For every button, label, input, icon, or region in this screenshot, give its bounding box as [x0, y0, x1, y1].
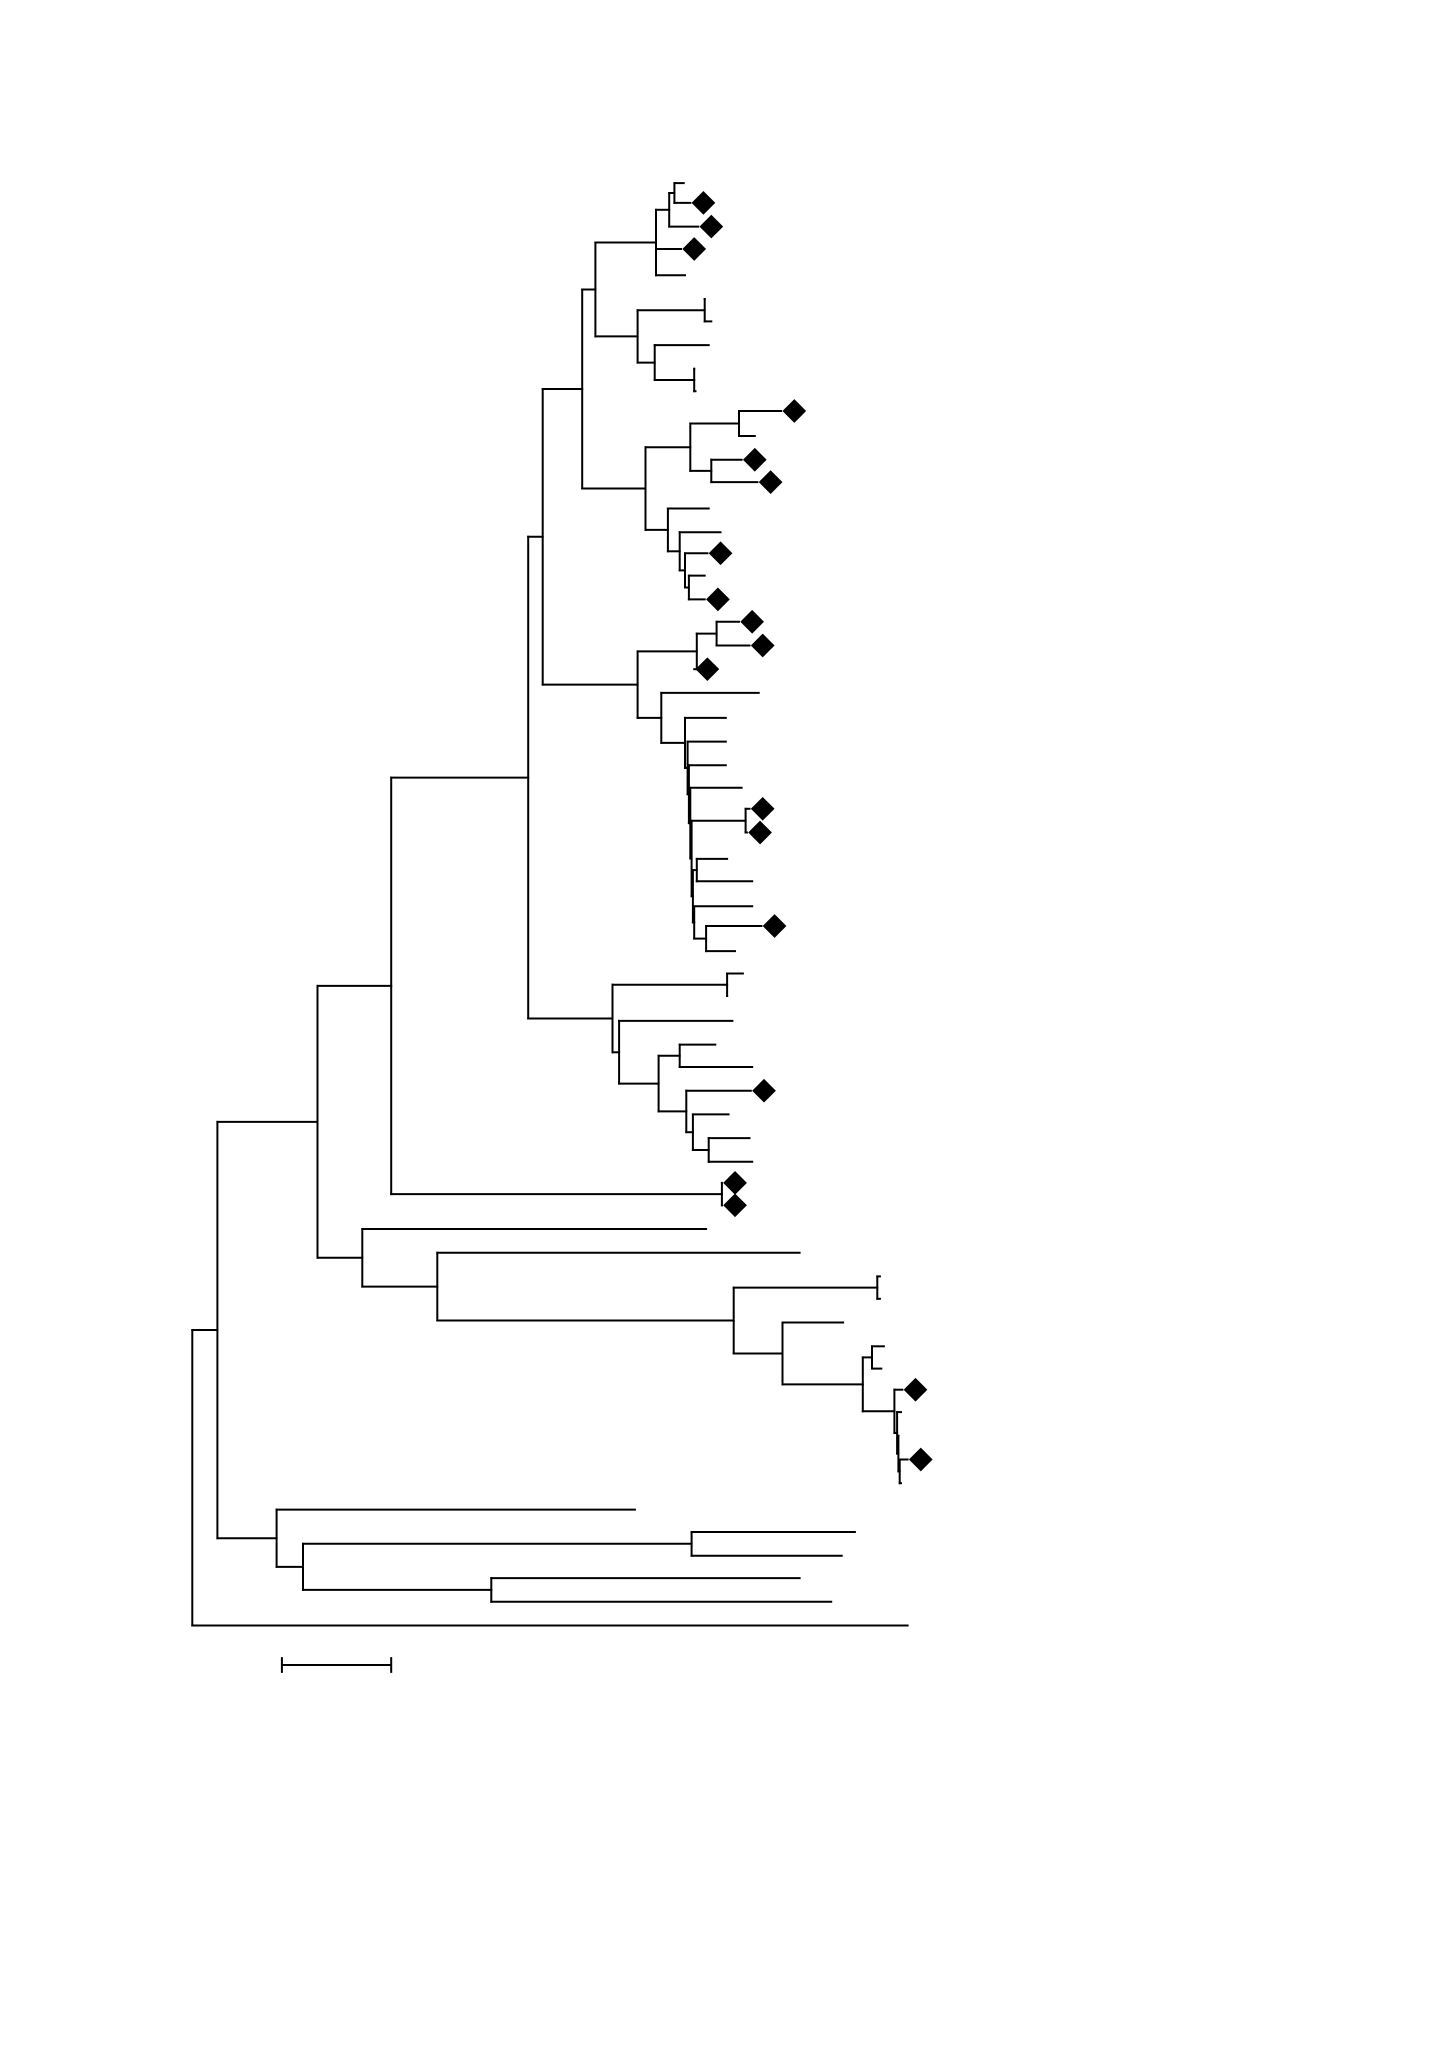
leaf-marker-diamond [750, 633, 775, 658]
leaf-marker-diamond [699, 214, 724, 239]
leaf-marker-diamond [748, 820, 772, 845]
leaf-marker-diamond [742, 447, 767, 472]
leaf-marker-diamond [903, 1377, 928, 1402]
leaf-marker-diamond [782, 399, 807, 423]
leaf-marker-diamond [682, 237, 707, 261]
leaf-marker-diamond [750, 796, 775, 821]
leaf-marker-diamond [723, 1171, 747, 1195]
leaf-marker-diamond [908, 1447, 933, 1472]
leaf-marker-diamond [695, 657, 720, 682]
leaf-marker-diamond [752, 1078, 776, 1103]
leaf-marker-diamond [708, 541, 733, 566]
leaf-marker-diamond [691, 191, 716, 215]
scale-bar [280, 1657, 393, 1673]
leaf-marker-diamond [706, 587, 730, 612]
leaf-marker-diamond [758, 470, 783, 494]
leaf-marker-diamond [723, 1193, 747, 1218]
leaf-marker-diamond [740, 609, 765, 634]
leaf-marker-diamond [762, 914, 787, 938]
